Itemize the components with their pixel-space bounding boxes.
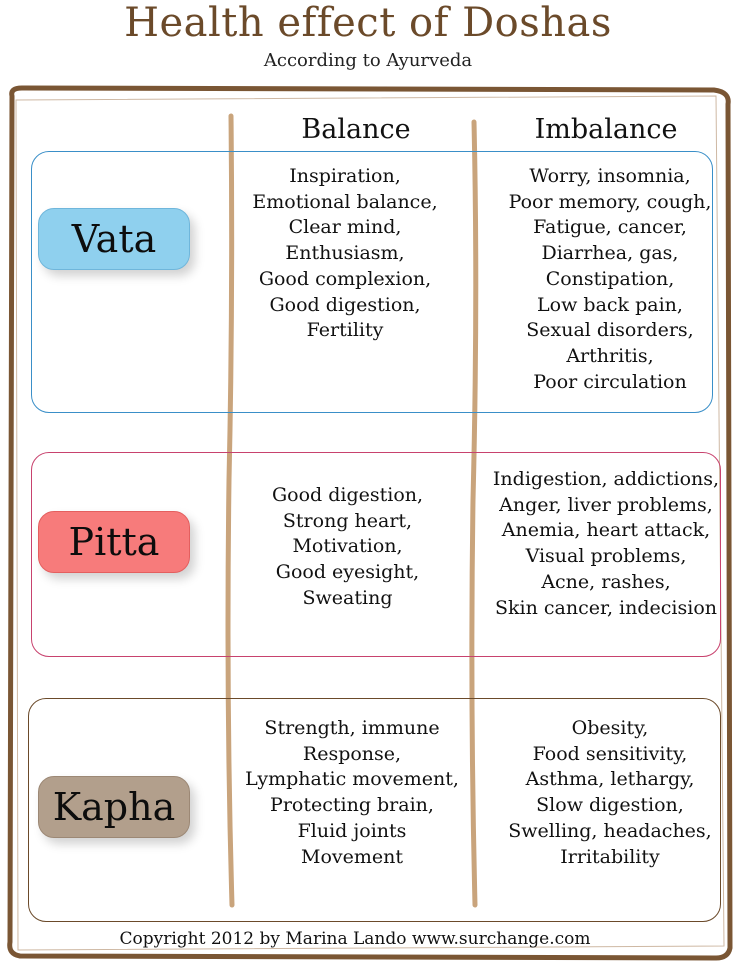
outer-frame: [7, 85, 733, 961]
list-item: Strength, immune: [264, 717, 440, 739]
column-divider-right: [469, 119, 479, 908]
vata-row: [31, 151, 713, 413]
pitta-balance-list: Good digestion, Strong heart, Motivation…: [230, 483, 465, 612]
list-item: Anger, liver problems,: [499, 493, 713, 516]
list-item: Sexual disorders,: [526, 319, 694, 342]
page-title: Health effect of Doshas: [124, 0, 612, 46]
list-item: Diarrhea, gas,: [541, 242, 679, 265]
list-item: Inspiration,: [289, 165, 401, 187]
list-item: Visual problems,: [525, 545, 687, 568]
list-item: Enthusiasm,: [285, 242, 405, 265]
list-item: Constipation,: [545, 267, 675, 290]
list-item: Good digestion,: [271, 484, 424, 506]
copyright-text: Copyright 2012 by Marina Lando www.surch…: [119, 929, 591, 949]
vata-imbalance-list: Worry, insomnia, Poor memory, cough, Fat…: [490, 164, 730, 395]
balance-column-header: Balance: [301, 114, 411, 145]
pitta-imbalance-list: Indigestion, addictions, Anger, liver pr…: [486, 467, 726, 621]
list-item: Arthritis,: [566, 344, 654, 367]
list-item: Response,: [302, 742, 402, 765]
list-item: Worry, insomnia,: [529, 165, 691, 187]
pitta-label: Pitta: [38, 511, 190, 573]
list-item: Slow digestion,: [536, 794, 684, 817]
column-divider-left: [225, 113, 235, 908]
list-item: Strong heart,: [282, 509, 413, 532]
kapha-imbalance-list: Obesity, Food sensitivity, Asthma, letha…: [490, 716, 730, 870]
list-item: Low back pain,: [537, 293, 683, 316]
list-item: Protecting brain,: [270, 794, 434, 817]
list-item: Fluid joints: [297, 819, 407, 842]
pitta-row: [31, 452, 721, 657]
list-item: Irritability: [560, 845, 660, 868]
list-item: Movement: [300, 845, 403, 868]
imbalance-column-header: Imbalance: [534, 114, 678, 145]
list-item: Fertility: [306, 319, 384, 342]
list-item: Acne, rashes,: [541, 570, 671, 593]
kapha-row: [28, 698, 721, 922]
list-item: Poor memory, cough,: [508, 190, 712, 213]
kapha-balance-list: Strength, immune Response, Lymphatic mov…: [232, 716, 472, 870]
list-item: Clear mind,: [288, 216, 402, 239]
list-item: Good digestion,: [269, 293, 421, 316]
list-item: Asthma, lethargy,: [525, 768, 695, 791]
list-item: Anemia, heart attack,: [501, 519, 711, 542]
list-item: Obesity,: [571, 717, 649, 739]
list-item: Indigestion, addictions,: [492, 468, 720, 490]
list-item: Food sensitivity,: [532, 742, 688, 765]
list-item: Swelling, headaches,: [508, 819, 712, 842]
list-item: Good eyesight,: [275, 561, 420, 584]
list-item: Sweating: [302, 586, 393, 609]
vata-balance-list: Inspiration, Emotional balance, Clear mi…: [230, 164, 460, 344]
outer-frame-inner: [15, 95, 725, 951]
vata-label: Vata: [38, 208, 190, 270]
kapha-label: Kapha: [38, 776, 190, 838]
list-item: Emotional balance,: [252, 190, 438, 213]
list-item: Good complexion,: [258, 267, 432, 290]
list-item: Lymphatic movement,: [245, 768, 459, 791]
list-item: Fatigue, cancer,: [533, 216, 687, 239]
list-item: Poor circulation: [533, 370, 687, 393]
list-item: Motivation,: [292, 535, 403, 558]
page-subtitle: According to Ayurveda: [263, 50, 473, 71]
list-item: Skin cancer, indecision: [495, 596, 717, 619]
